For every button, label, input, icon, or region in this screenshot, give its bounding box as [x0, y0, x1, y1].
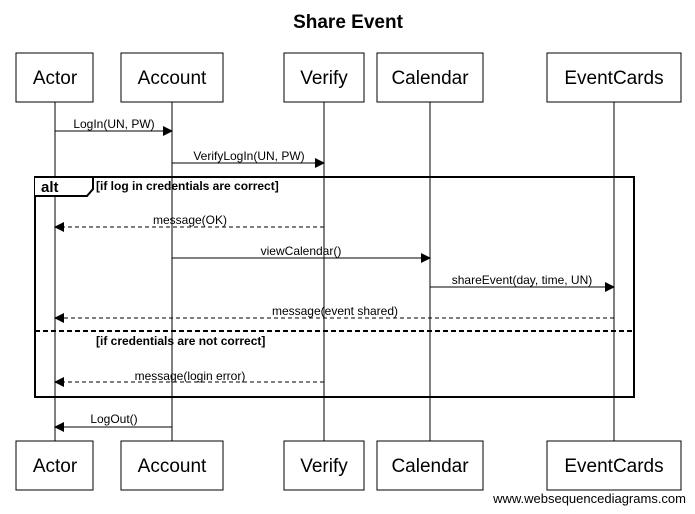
message-login-error: message(login error) — [54, 369, 324, 387]
watermark: www.websequencediagrams.com — [492, 491, 686, 506]
participant-label: EventCards — [564, 456, 663, 477]
message-login: LogIn(UN, PW) — [55, 117, 173, 136]
participant-top-calendar: Calendar — [376, 52, 484, 103]
participant-label: Account — [138, 456, 207, 477]
message-event-shared: message(event shared) — [54, 304, 614, 323]
participant-label: Verify — [300, 456, 348, 477]
message-verifylogin: VerifyLogIn(UN, PW) — [172, 149, 325, 168]
participant-label: Verify — [300, 68, 348, 89]
participant-label: Actor — [33, 68, 78, 89]
alt-frame-label: alt — [41, 179, 59, 196]
message-shareevent: shareEvent(day, time, UN) — [430, 273, 615, 292]
participant-top-actor: Actor — [15, 52, 94, 103]
participant-top-account: Account — [120, 52, 224, 103]
participant-bottom-actor: Actor — [15, 440, 94, 491]
diagram-title: Share Event — [293, 12, 403, 33]
participant-top-eventcards: EventCards — [546, 52, 682, 103]
participant-bottom-eventcards: EventCards — [546, 440, 682, 491]
participant-label: Calendar — [391, 68, 469, 89]
guard-false: [if credentials are not correct] — [96, 334, 265, 348]
participant-bottom-verify: Verify — [283, 440, 365, 491]
message-label: VerifyLogIn(UN, PW) — [193, 149, 304, 163]
message-label: message(OK) — [153, 213, 227, 227]
participant-label: Actor — [33, 456, 78, 477]
message-label: viewCalendar() — [261, 244, 342, 258]
message-label: message(login error) — [135, 369, 246, 383]
participant-bottom-account: Account — [120, 440, 224, 491]
guard-true: [if log in credentials are correct] — [96, 179, 279, 193]
message-label: LogIn(UN, PW) — [73, 117, 154, 131]
message-label: shareEvent(day, time, UN) — [452, 273, 593, 287]
alt-frame: alt [if log in credentials are correct] … — [34, 176, 635, 398]
message-viewcalendar: viewCalendar() — [172, 244, 431, 263]
message-logout: LogOut() — [54, 412, 172, 432]
participant-top-verify: Verify — [283, 52, 365, 103]
participant-label: Calendar — [391, 456, 469, 477]
participant-bottom-calendar: Calendar — [376, 440, 484, 491]
participant-label: EventCards — [564, 68, 663, 89]
participant-label: Account — [138, 68, 207, 89]
message-label: LogOut() — [90, 412, 137, 426]
message-label: message(event shared) — [272, 304, 398, 318]
message-ok: message(OK) — [54, 213, 324, 232]
